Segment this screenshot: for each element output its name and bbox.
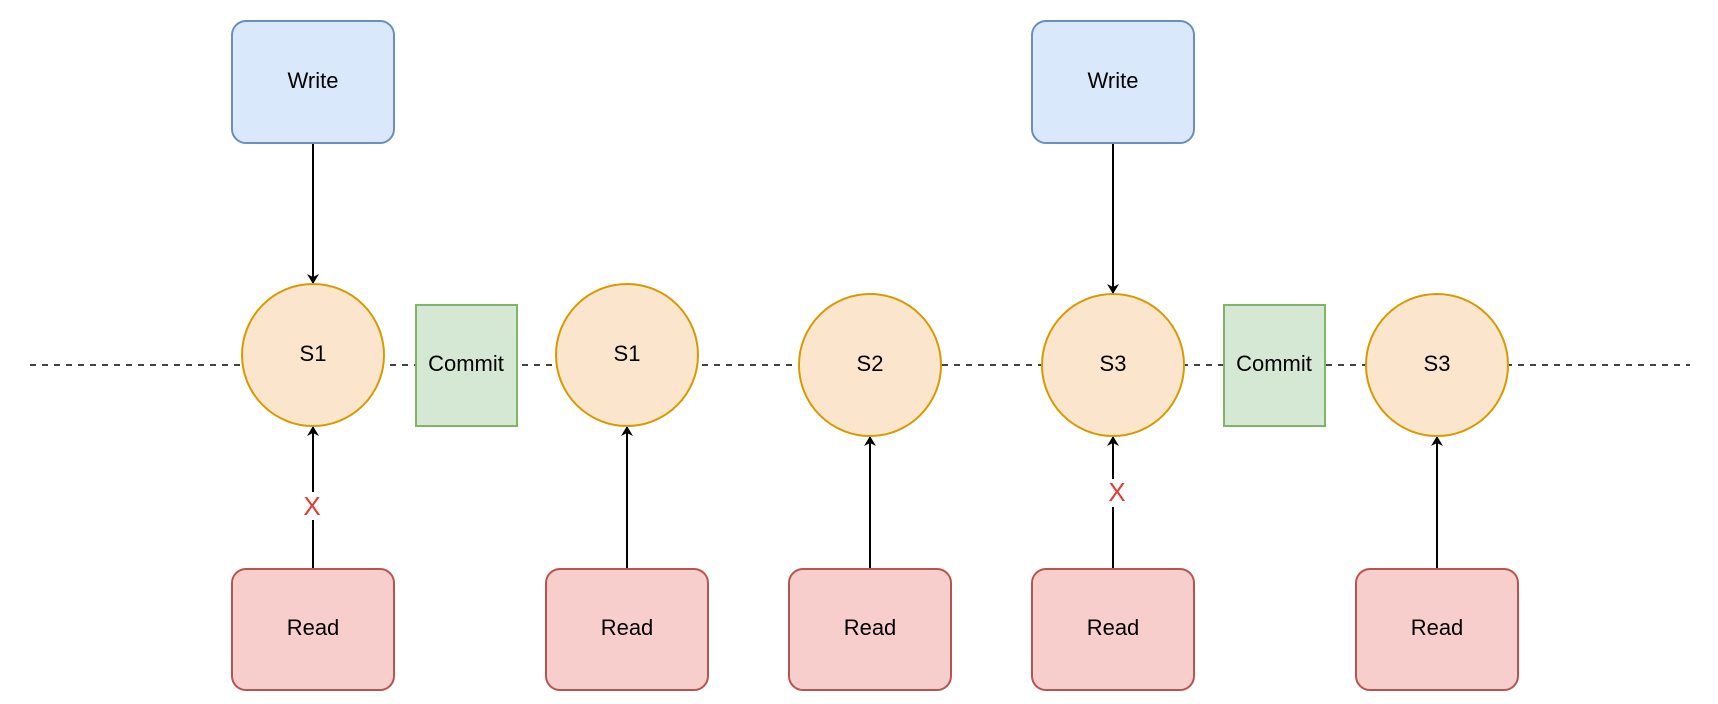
read-box-4: Read	[1031, 568, 1195, 691]
blocked-mark-1: X	[303, 491, 320, 521]
state-label: S3	[1424, 351, 1451, 376]
commit-label: Commit	[428, 351, 504, 376]
commit-box-2: Commit	[1223, 304, 1326, 427]
commit-label: Commit	[1236, 351, 1312, 376]
state-label: S2	[857, 351, 884, 376]
state-node-s1: S1	[555, 283, 699, 427]
write-box-label: Write	[1088, 68, 1139, 93]
read-box-1: Read	[231, 568, 395, 691]
write-box-2: Write	[1031, 20, 1195, 144]
state-label: S1	[300, 341, 327, 366]
read-box-label: Read	[1411, 615, 1464, 640]
read-box-2: Read	[545, 568, 709, 691]
read-box-label: Read	[1087, 615, 1140, 640]
read-box-label: Read	[601, 615, 654, 640]
read-box-5: Read	[1355, 568, 1519, 691]
write-box-1: Write	[231, 20, 395, 144]
state-node-s3: S3	[1365, 293, 1509, 437]
read-box-label: Read	[287, 615, 340, 640]
commit-box-1: Commit	[415, 304, 518, 427]
state-label: S1	[614, 341, 641, 366]
blocked-mark-2: X	[1108, 477, 1125, 507]
read-box-label: Read	[844, 615, 897, 640]
state-node-s3: S3	[1041, 293, 1185, 437]
read-box-3: Read	[788, 568, 952, 691]
write-box-label: Write	[288, 68, 339, 93]
state-node-s2: S2	[798, 293, 942, 437]
state-node-s1: S1	[241, 283, 385, 427]
state-label: S3	[1100, 351, 1127, 376]
